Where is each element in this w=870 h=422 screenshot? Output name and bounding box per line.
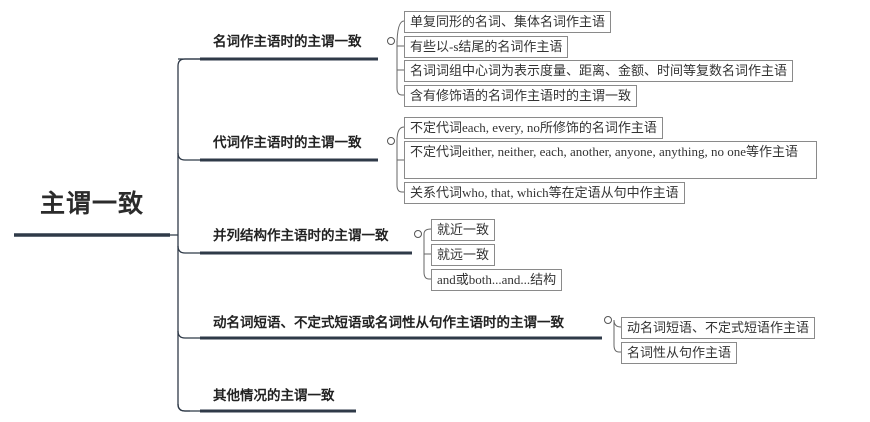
branch-1-collapse-icon[interactable]: [387, 37, 395, 45]
branch-1-topic[interactable]: 名词作主语时的主谓一致: [213, 34, 362, 50]
branch-2-leaf-2[interactable]: 不定代词either, neither, each, another, anyo…: [404, 141, 817, 179]
branch-5-topic[interactable]: 其他情况的主谓一致: [213, 388, 335, 404]
branch-3-topic[interactable]: 并列结构作主语时的主谓一致: [213, 228, 389, 244]
branch-4-leaf-connectors: [613, 319, 622, 353]
branch-4-leaf-2[interactable]: 名词性从句作主语: [621, 342, 738, 364]
branch-2-collapse-icon[interactable]: [387, 137, 395, 145]
branch-4-collapse-icon[interactable]: [604, 316, 612, 324]
branch-2-leaf-1[interactable]: 不定代词each, every, no所修饰的名词作主语: [404, 117, 663, 139]
branch-3-leaf-3[interactable]: and或both...and...结构: [431, 269, 563, 291]
branch-4-topic[interactable]: 动名词短语、不定式短语或名词性从句作主语时的主谓一致: [213, 315, 564, 331]
trunk-to-branch-3: [177, 245, 200, 254]
branch-3-leaf-connectors: [423, 228, 432, 280]
branch-1-leaf-connectors: [396, 20, 405, 96]
branch-1-leaf-3[interactable]: 名词词组中心词为表示度量、距离、金额、时间等复数名词作主语: [404, 60, 794, 82]
trunk-to-branch-4: [177, 330, 200, 339]
branch-1-leaf-1[interactable]: 单复同形的名词、集体名词作主语: [404, 11, 612, 33]
branch-3-collapse-icon[interactable]: [414, 230, 422, 238]
trunk-to-branch-2: [177, 152, 200, 161]
trunk-to-branch-5: [177, 403, 200, 412]
branch-1-leaf-2[interactable]: 有些以-s结尾的名词作主语: [404, 36, 569, 58]
branch-4-leaf-1[interactable]: 动名词短语、不定式短语作主语: [621, 317, 816, 339]
branch-2-leaf-3[interactable]: 关系代词who, that, which等在定语从句中作主语: [404, 182, 685, 204]
branch-2-topic[interactable]: 代词作主语时的主谓一致: [213, 135, 362, 151]
trunk-connector: [170, 58, 200, 412]
branch-3-leaf-1[interactable]: 就近一致: [431, 219, 496, 241]
branch-1-leaf-4[interactable]: 含有修饰语的名词作主语时的主谓一致: [404, 85, 638, 107]
branch-3-leaf-2[interactable]: 就远一致: [431, 244, 496, 266]
branch-2-leaf-connectors: [396, 126, 405, 193]
root-topic[interactable]: 主谓一致: [40, 189, 145, 218]
